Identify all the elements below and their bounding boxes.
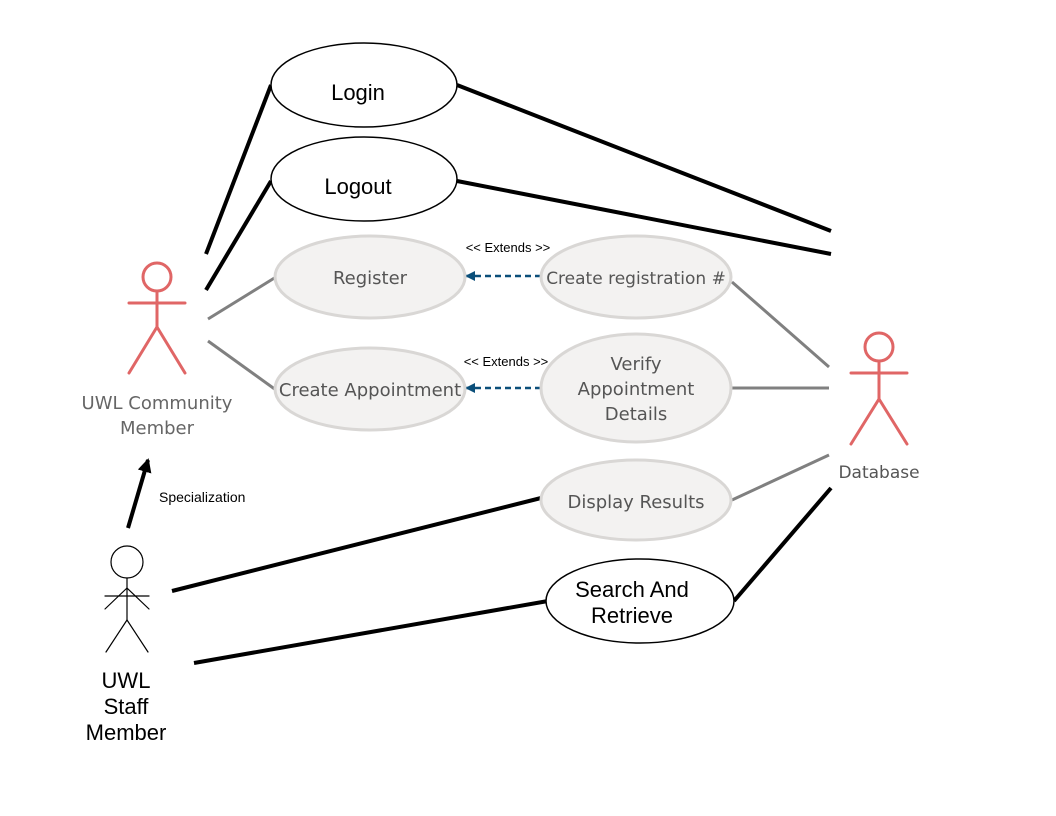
actor-staff-member-line-3: Member [86, 720, 167, 745]
specialization-arrow [126, 458, 152, 529]
use-case-create-registration-label: Create registration # [546, 269, 726, 289]
use-case-logout[interactable]: Logout [270, 136, 458, 222]
use-case-register[interactable]: Register [273, 234, 467, 320]
use-case-search-retrieve[interactable]: Search And Retrieve [545, 558, 735, 644]
specialization-relation: Specialization [126, 458, 245, 529]
extend-relations: << Extends >> << Extends >> [464, 240, 551, 393]
assoc-logout-database [456, 179, 832, 256]
use-case-create-registration[interactable]: Create registration # [539, 234, 733, 320]
association-lines [171, 83, 833, 665]
use-case-verify-line-1: Verify [610, 354, 661, 375]
assoc-search-database [732, 486, 833, 603]
use-case-create-appointment[interactable]: Create Appointment [273, 346, 467, 432]
use-case-verify-line-2: Appointment [578, 379, 695, 400]
actor-staff-member[interactable]: UWL Staff Member [86, 545, 167, 745]
use-case-display-results-label: Display Results [567, 492, 704, 513]
actor-staff-member-figure [104, 545, 150, 653]
assoc-member-appointment [207, 339, 277, 392]
assoc-staff-search [193, 599, 549, 665]
actor-staff-member-line-2: Staff [104, 694, 150, 719]
actor-database-figure [849, 331, 909, 446]
assoc-member-login [204, 84, 273, 255]
use-case-display-results[interactable]: Display Results [539, 458, 733, 542]
extend-label-appointment: << Extends >> [464, 354, 549, 369]
assoc-staff-display [171, 495, 546, 593]
use-case-login[interactable]: Login [270, 42, 458, 128]
actor-community-member-line-1: UWL Community [82, 393, 233, 414]
use-case-register-label: Register [333, 268, 408, 289]
use-case-search-retrieve-line-1: Search And [575, 577, 689, 602]
assoc-login-database [456, 83, 832, 233]
assoc-display-database [731, 453, 830, 502]
assoc-registration-database [731, 280, 830, 369]
assoc-member-logout [204, 179, 273, 292]
specialization-label: Specialization [159, 489, 245, 505]
use-case-verify-line-3: Details [605, 404, 667, 425]
use-case-login-label: Login [331, 80, 385, 105]
use-case-verify-appointment[interactable]: Verify Appointment Details [539, 332, 733, 444]
use-case-logout-label: Logout [324, 174, 391, 199]
actor-community-member-figure [127, 261, 187, 375]
use-case-search-retrieve-line-2: Retrieve [591, 603, 673, 628]
actor-database-label: Database [838, 463, 919, 483]
actor-community-member[interactable]: UWL Community Member [82, 261, 233, 439]
extend-label-register: << Extends >> [466, 240, 551, 255]
actor-community-member-line-2: Member [120, 418, 195, 439]
actor-database[interactable]: Database [838, 331, 920, 483]
actor-staff-member-line-1: UWL [102, 668, 151, 693]
assoc-member-register [207, 275, 277, 321]
use-case-create-appointment-label: Create Appointment [279, 380, 461, 401]
